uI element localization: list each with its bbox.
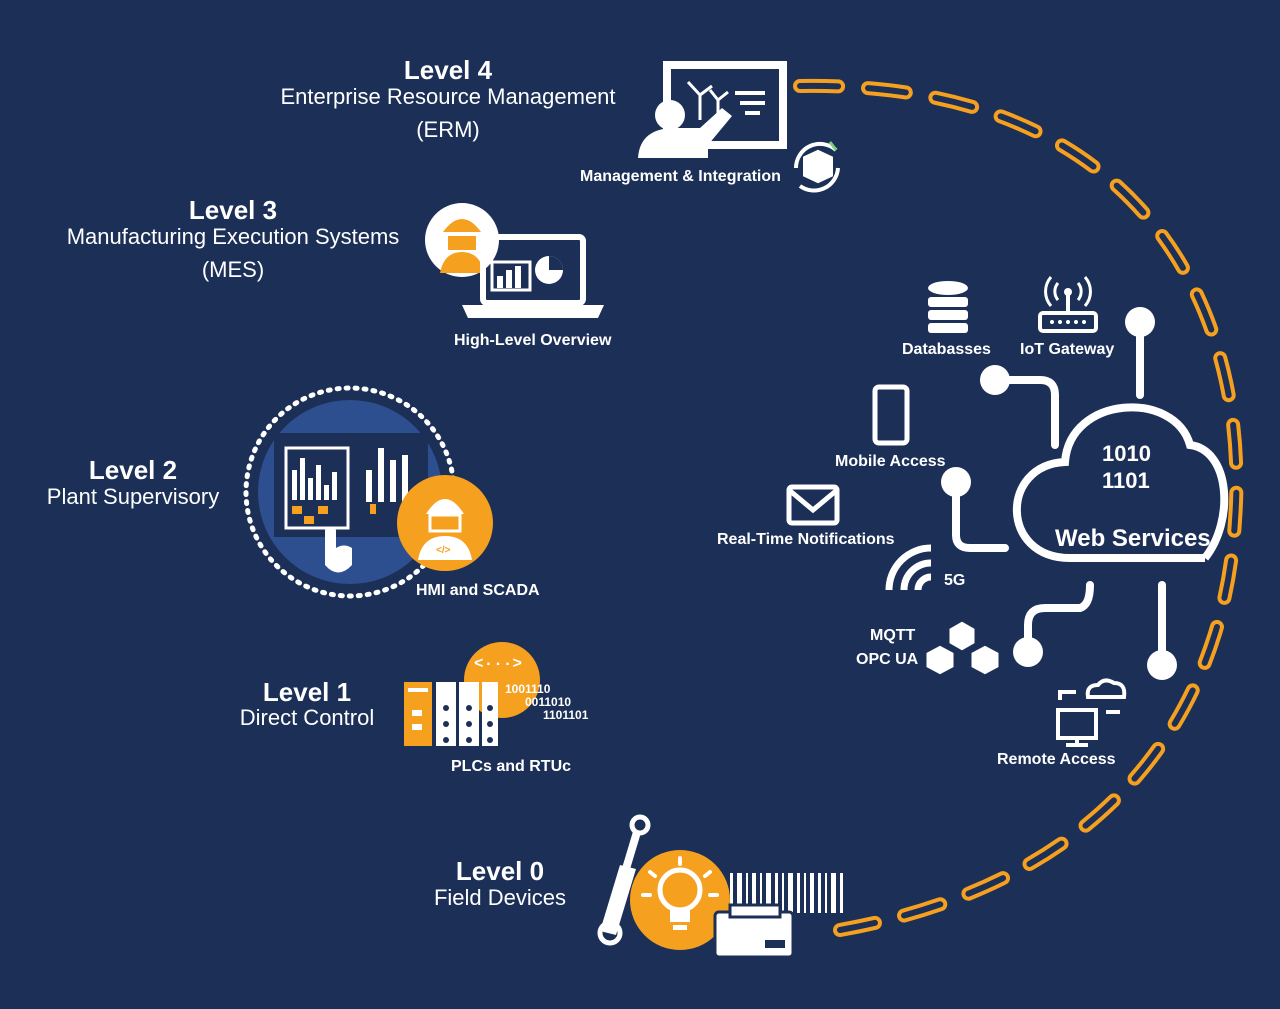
- cloud-binary-line-1: 1010: [1102, 441, 1151, 466]
- lightbulb-icon: [630, 850, 730, 950]
- binary-line-1: 1001110: [505, 682, 551, 696]
- barcode-printer-icon: [713, 873, 843, 959]
- level-1-subtitle: Direct Control: [239, 705, 375, 730]
- node-mobile-access-label: Mobile Access: [835, 453, 946, 470]
- level-0-title: Level 0: [455, 856, 545, 886]
- level-4-subtitle: Enterprise Resource Management: [280, 84, 616, 109]
- node-notifications-label: Real-Time Notifications: [717, 531, 895, 548]
- node-5g-label: 5G: [944, 572, 966, 589]
- node-remote-access-label: Remote Access: [997, 751, 1116, 768]
- node-iot-gateway-label: IoT Gateway: [1020, 341, 1115, 358]
- remote-desktop-icon: [1056, 678, 1127, 747]
- binary-line-3: 1101101: [543, 708, 589, 722]
- level-3-block: Level 3 Manufacturing Execution Systems …: [40, 196, 426, 290]
- node-mqtt-label: MQTT: [870, 627, 916, 644]
- database-icon: [928, 281, 968, 333]
- plc-rack-icon: [404, 642, 540, 746]
- level-1-block: Level 1 Direct Control: [222, 678, 392, 730]
- level-4-caption: Management & Integration: [580, 168, 781, 185]
- level-1-title: Level 1: [262, 677, 352, 707]
- level-2-block: Level 2 Plant Supervisory: [30, 456, 236, 510]
- cloud-icon: [1012, 403, 1229, 562]
- engineer-coder-icon: </>: [397, 475, 493, 571]
- router-icon: [1038, 276, 1098, 333]
- level-3-caption: High-Level Overview: [454, 332, 612, 349]
- level-3-title: Level 3: [188, 195, 278, 225]
- level-3-abbr: (MES): [201, 257, 265, 282]
- presentation-board-icon: [638, 61, 787, 158]
- code-bubble-icon: <···>: [474, 655, 523, 673]
- touchscreen-dashboard-icon: [243, 385, 457, 599]
- level-1-caption: PLCs and RTUc: [451, 758, 572, 775]
- level-0-subtitle: Field Devices: [433, 885, 567, 910]
- laptop-chart-icon: [462, 234, 604, 318]
- sync-box-icon: [793, 141, 840, 193]
- level-3-subtitle: Manufacturing Execution Systems: [66, 224, 400, 249]
- level-2-title: Level 2: [88, 455, 178, 485]
- level-2-subtitle: Plant Supervisory: [46, 484, 220, 509]
- level-4-abbr: (ERM): [416, 117, 480, 142]
- envelope-icon: [786, 484, 840, 526]
- svg-text:</>: </>: [436, 545, 451, 556]
- level-1-binary: 1001110 0011010 1101101: [505, 683, 588, 722]
- node-opc-ua-label: OPC UA: [856, 651, 919, 668]
- binary-line-2: 0011010: [525, 695, 572, 709]
- wifi-icon: [885, 544, 932, 591]
- hydraulic-cylinder-icon: [597, 814, 651, 946]
- cloud-binary: 1010 1101: [1102, 440, 1151, 494]
- cloud-binary-line-2: 1101: [1102, 468, 1150, 493]
- smartphone-icon: [872, 384, 910, 446]
- level-0-block: Level 0 Field Devices: [420, 857, 580, 911]
- level-4-title: Level 4: [403, 55, 493, 85]
- level-2-caption: HMI and SCADA: [416, 582, 540, 599]
- node-databases-label: Databasses: [902, 341, 991, 358]
- cubes-icon: [923, 618, 1002, 678]
- web-services-label: Web Services: [1055, 525, 1211, 552]
- level-4-block: Level 4 Enterprise Resource Management (…: [250, 56, 646, 150]
